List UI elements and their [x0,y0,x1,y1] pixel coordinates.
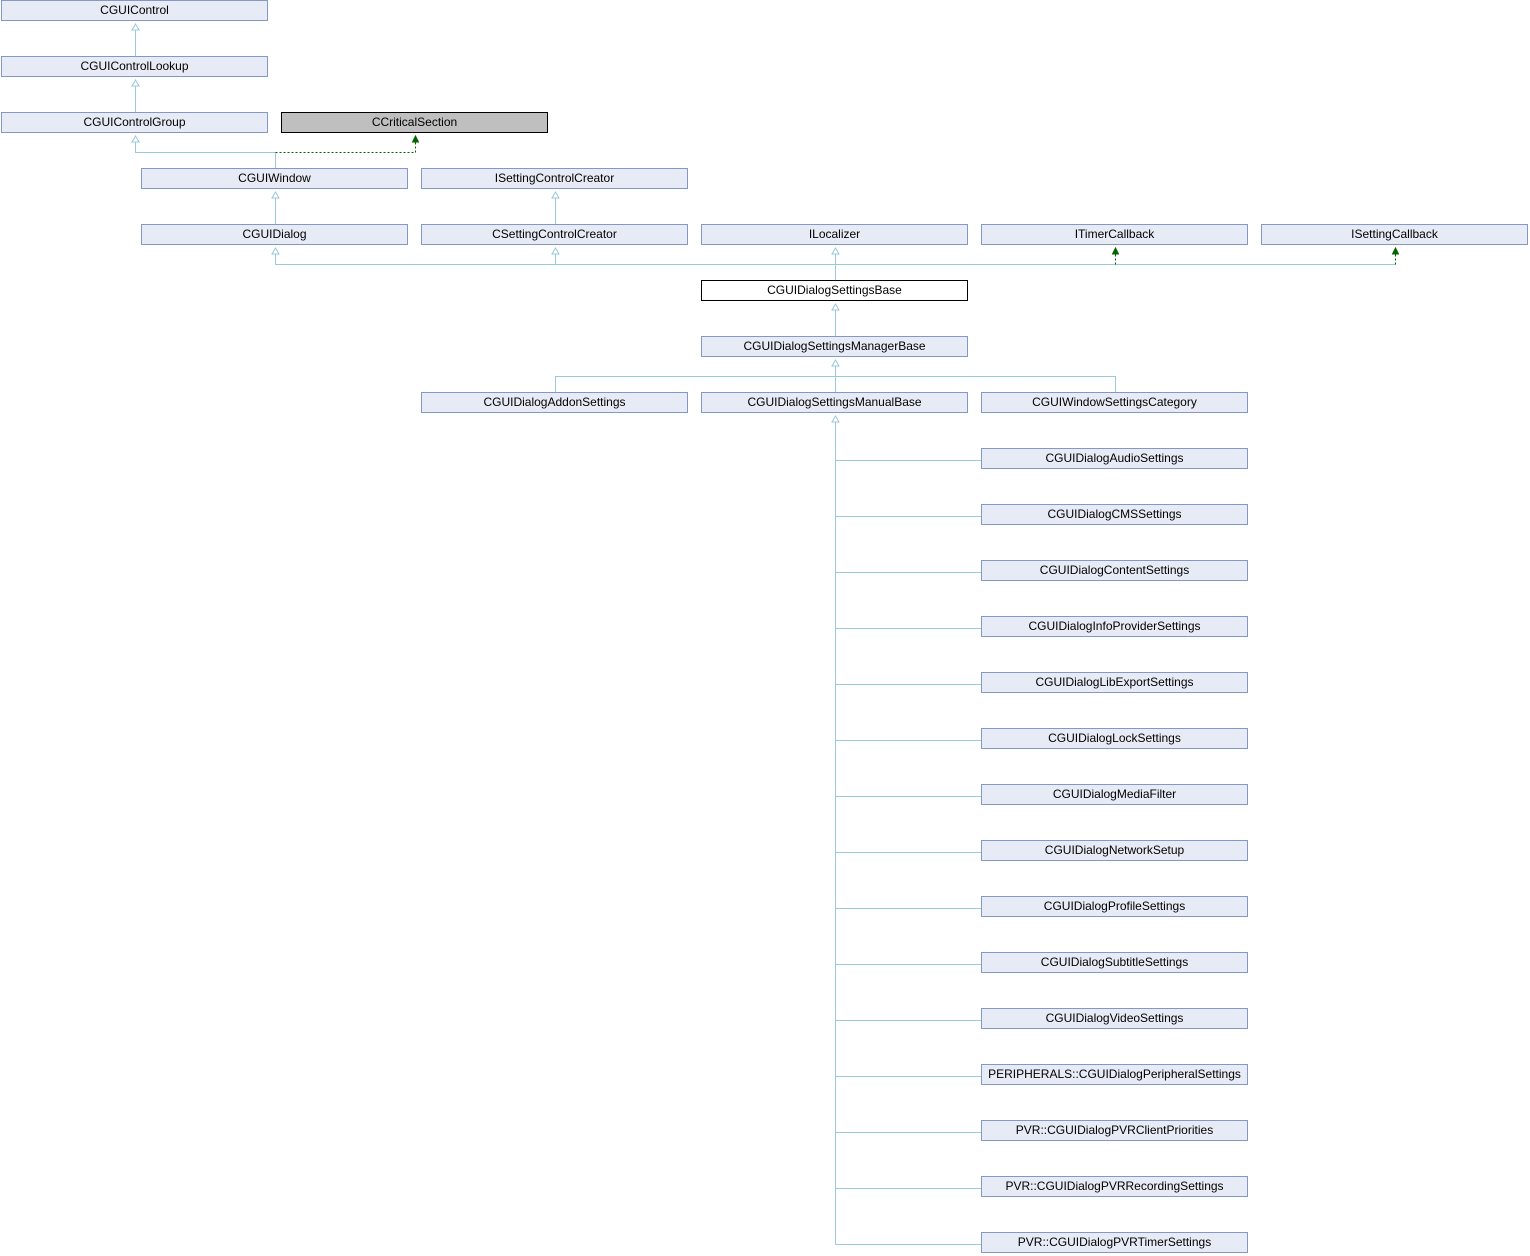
arrowhead-cguiwindow [271,191,280,199]
node-cguidialogsettingsmanagerbase[interactable]: CGUIDialogSettingsManagerBase [701,336,968,357]
arrowhead-isettingcontrolcreator [551,191,560,199]
arrowhead-csettingcontrolcreator [551,247,560,255]
arrowhead-isettingcallback [1391,246,1400,255]
node-cguicontrol[interactable]: CGUIControl [1,0,268,21]
node-cguidialogprofilesettings[interactable]: CGUIDialogProfileSettings [981,896,1248,917]
node-itimercallback[interactable]: ITimerCallback [981,224,1248,245]
node-cguidialogsettingsmanualbase[interactable]: CGUIDialogSettingsManualBase [701,392,968,413]
node-peripherals-cguidialogperipheralsettings[interactable]: PERIPHERALS::CGUIDialogPeripheralSetting… [981,1064,1248,1085]
node-cguidialogsettingsbase: CGUIDialogSettingsBase [701,280,968,301]
arrowhead-manualbase [831,415,840,423]
manualbase-branches [835,460,981,1245]
node-isettingcallback[interactable]: ISettingCallback [1261,224,1528,245]
node-cguidialoglibexportsettings[interactable]: CGUIDialogLibExportSettings [981,672,1248,693]
node-csettingcontrolcreator[interactable]: CSettingControlCreator [421,224,688,245]
node-cguicontrolgroup[interactable]: CGUIControlGroup [1,112,268,133]
node-cguidialoglocksettings[interactable]: CGUIDialogLockSettings [981,728,1248,749]
arrowhead-itimercallback [1111,246,1120,255]
arrowhead-ilocalizer [831,247,840,255]
arrowhead-cguidialog [271,247,280,255]
node-ccriticalsection[interactable]: CCriticalSection [281,112,548,133]
arrowhead-managerbase [831,359,840,367]
node-cguidialogcontentsettings[interactable]: CGUIDialogContentSettings [981,560,1248,581]
arrowhead-ccriticalsection [411,134,420,143]
arrowhead-settingsbase [831,303,840,311]
node-cguiwindow[interactable]: CGUIWindow [141,168,408,189]
node-cguidialogaddonsettings[interactable]: CGUIDialogAddonSettings [421,392,688,413]
node-cguidialognetworksetup[interactable]: CGUIDialogNetworkSetup [981,840,1248,861]
node-cguidialogvideosettings[interactable]: CGUIDialogVideoSettings [981,1008,1248,1029]
node-isettingcontrolcreator[interactable]: ISettingControlCreator [421,168,688,189]
node-cguidialogmediafilter[interactable]: CGUIDialogMediaFilter [981,784,1248,805]
node-pvr-cguidialogpvrclientpriorities[interactable]: PVR::CGUIDialogPVRClientPriorities [981,1120,1248,1141]
edge-cguiwindow-cguicontrolgroup [135,136,276,168]
node-cguidialogsubtitlesettings[interactable]: CGUIDialogSubtitleSettings [981,952,1248,973]
node-cguicontrollookup[interactable]: CGUIControlLookup [1,56,268,77]
node-cguiwindowsettingscategory[interactable]: CGUIWindowSettingsCategory [981,392,1248,413]
edge-cguiwindow-ccriticalsection [275,136,416,153]
node-cguidialogaudiosettings[interactable]: CGUIDialogAudioSettings [981,448,1248,469]
arrowhead-cguicontrol [131,23,140,31]
arrowhead-cguicontrolgroup [131,135,140,143]
node-pvr-cguidialogpvrrecordingsettings[interactable]: PVR::CGUIDialogPVRRecordingSettings [981,1176,1248,1197]
node-pvr-cguidialogpvrtimersettings[interactable]: PVR::CGUIDialogPVRTimerSettings [981,1232,1248,1253]
node-cguidialoginfoprovidersettings[interactable]: CGUIDialogInfoProviderSettings [981,616,1248,637]
node-cguidialogcmssettings[interactable]: CGUIDialogCMSSettings [981,504,1248,525]
node-ilocalizer[interactable]: ILocalizer [701,224,968,245]
arrowhead-cguicontrollookup [131,79,140,87]
node-cguidialog[interactable]: CGUIDialog [141,224,408,245]
